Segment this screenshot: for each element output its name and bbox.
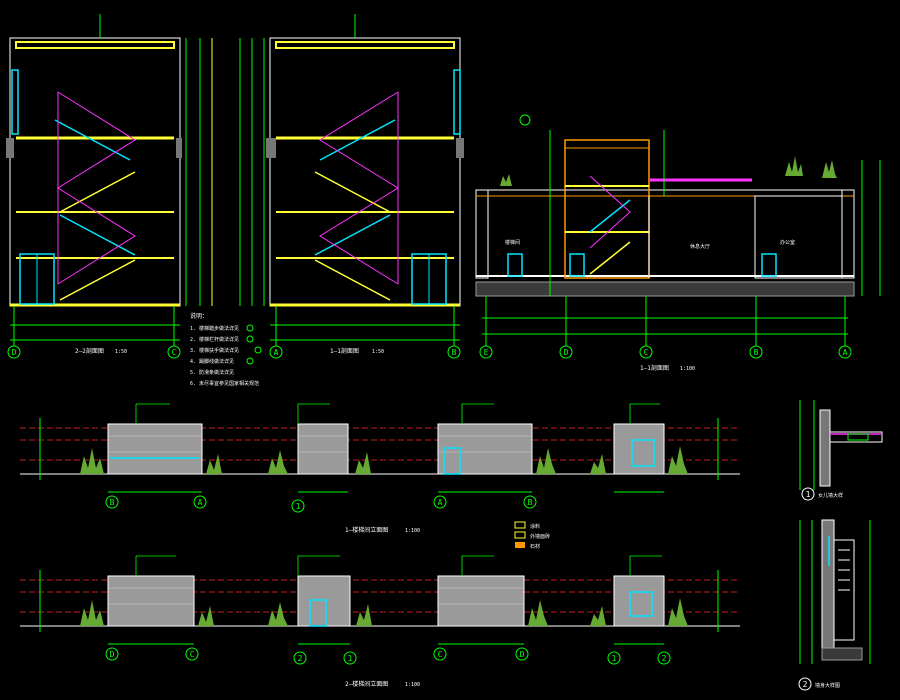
reference-marker-icon [519,114,531,126]
axis-label: B [754,348,759,357]
axis-label: D [520,650,525,659]
legend-item: 外墙面砖 [530,533,550,540]
stair-section-b: A B 1—1剖面图 1:50 [263,14,464,359]
plant-icon [356,604,372,626]
detail-2-title: 墙身大样图 [815,682,840,689]
axis-label: A [843,348,848,357]
plant-icon [206,454,222,474]
detail-1-title: 女儿墙大样 [818,492,843,499]
stair-section-a: D C 2—2剖面图 1:50 [6,14,201,359]
axis-label: 1 [296,502,301,511]
material-legend: 涂料 外墙面砖 石材 [514,521,550,550]
axis-label: E [484,348,489,357]
building-section-c: 楼梯间 休息大厅 办公室 E D C B A 1—1剖面图 1:100 [475,114,881,372]
plant-icon [268,602,288,626]
plant-icon [822,160,837,178]
plant-icon [668,446,688,474]
detail-marker: 1 [806,490,811,499]
room-label: 办公室 [780,239,795,246]
axis-label: C [172,348,177,357]
room-label: 楼梯间 [505,239,520,246]
elevation-top-scale: 1:100 [405,528,420,534]
plant-icon [528,600,548,626]
elevation-bottom-scale: 1:100 [405,682,420,688]
axis-label: 1 [612,654,617,663]
section-a-title: 2—2剖面图 [75,347,104,355]
plant-icon [590,606,606,626]
notes-title: 说明： [190,312,208,320]
section-a-scale: 1:50 [115,349,127,355]
note-item: 6. 未尽事宜参见国家相关规范 [190,380,259,387]
axis-label: B [110,498,115,507]
section-c-title: 1—1剖面图 [640,364,669,372]
axis-label: C [644,348,649,357]
legend-item: 石材 [530,543,540,550]
plant-icon [536,448,556,474]
note-item: 4. 踢脚线做法详见 [190,358,234,365]
axis-label: D [564,348,569,357]
axis-label: D [110,650,115,659]
plant-icon [590,454,606,474]
note-item: 5. 防滑条做法详见 [190,369,234,376]
plant-icon [668,598,688,626]
plant-icon [80,600,104,626]
axis-label: A [438,498,443,507]
section-c-scale: 1:100 [680,366,695,372]
axis-label: B [452,348,457,357]
room-label: 休息大厅 [690,243,710,250]
elevations-row-top: B A 1 A B 1—楼梯间立面图 1:100 [20,403,740,534]
section-b-scale: 1:50 [372,349,384,355]
legend-item: 涂料 [530,523,540,530]
axis-label: 2 [662,654,667,663]
elevations-row-bottom: D C 2 1 C D 1 2 2—楼梯间立面图 1:100 [20,555,740,688]
detail-2-wall-section: 2 墙身大样图 [798,519,871,691]
axis-label: 2 [298,654,303,663]
axis-label: B [528,498,533,507]
note-item: 3. 楼梯扶手做法详见 [190,347,239,354]
detail-1-parapet: 1 女儿墙大样 [799,400,883,501]
note-item: 2. 楼梯栏杆做法详见 [190,336,239,343]
dimension-column [211,38,253,306]
plant-icon [80,448,104,474]
axis-label: 1 [348,654,353,663]
plant-icon [355,452,371,474]
axis-label: A [274,348,279,357]
axis-label: A [198,498,203,507]
axis-label: C [438,650,443,659]
section-b-title: 1—1剖面图 [330,347,359,355]
elevation-top-title: 1—楼梯间立面图 [345,526,388,534]
note-item: 1. 楼梯踏步做法详见 [190,325,239,332]
elevation-bottom-title: 2—楼梯间立面图 [345,680,388,688]
plant-icon [268,450,288,474]
axis-label: D [12,348,17,357]
plant-icon [198,606,214,626]
plant-icon [500,174,512,186]
plant-icon [785,156,803,176]
axis-label: C [190,650,195,659]
detail-marker: 2 [803,680,808,689]
notes-block: 说明： 1. 楼梯踏步做法详见 2. 楼梯栏杆做法详见 3. 楼梯扶手做法详见 … [190,312,262,387]
